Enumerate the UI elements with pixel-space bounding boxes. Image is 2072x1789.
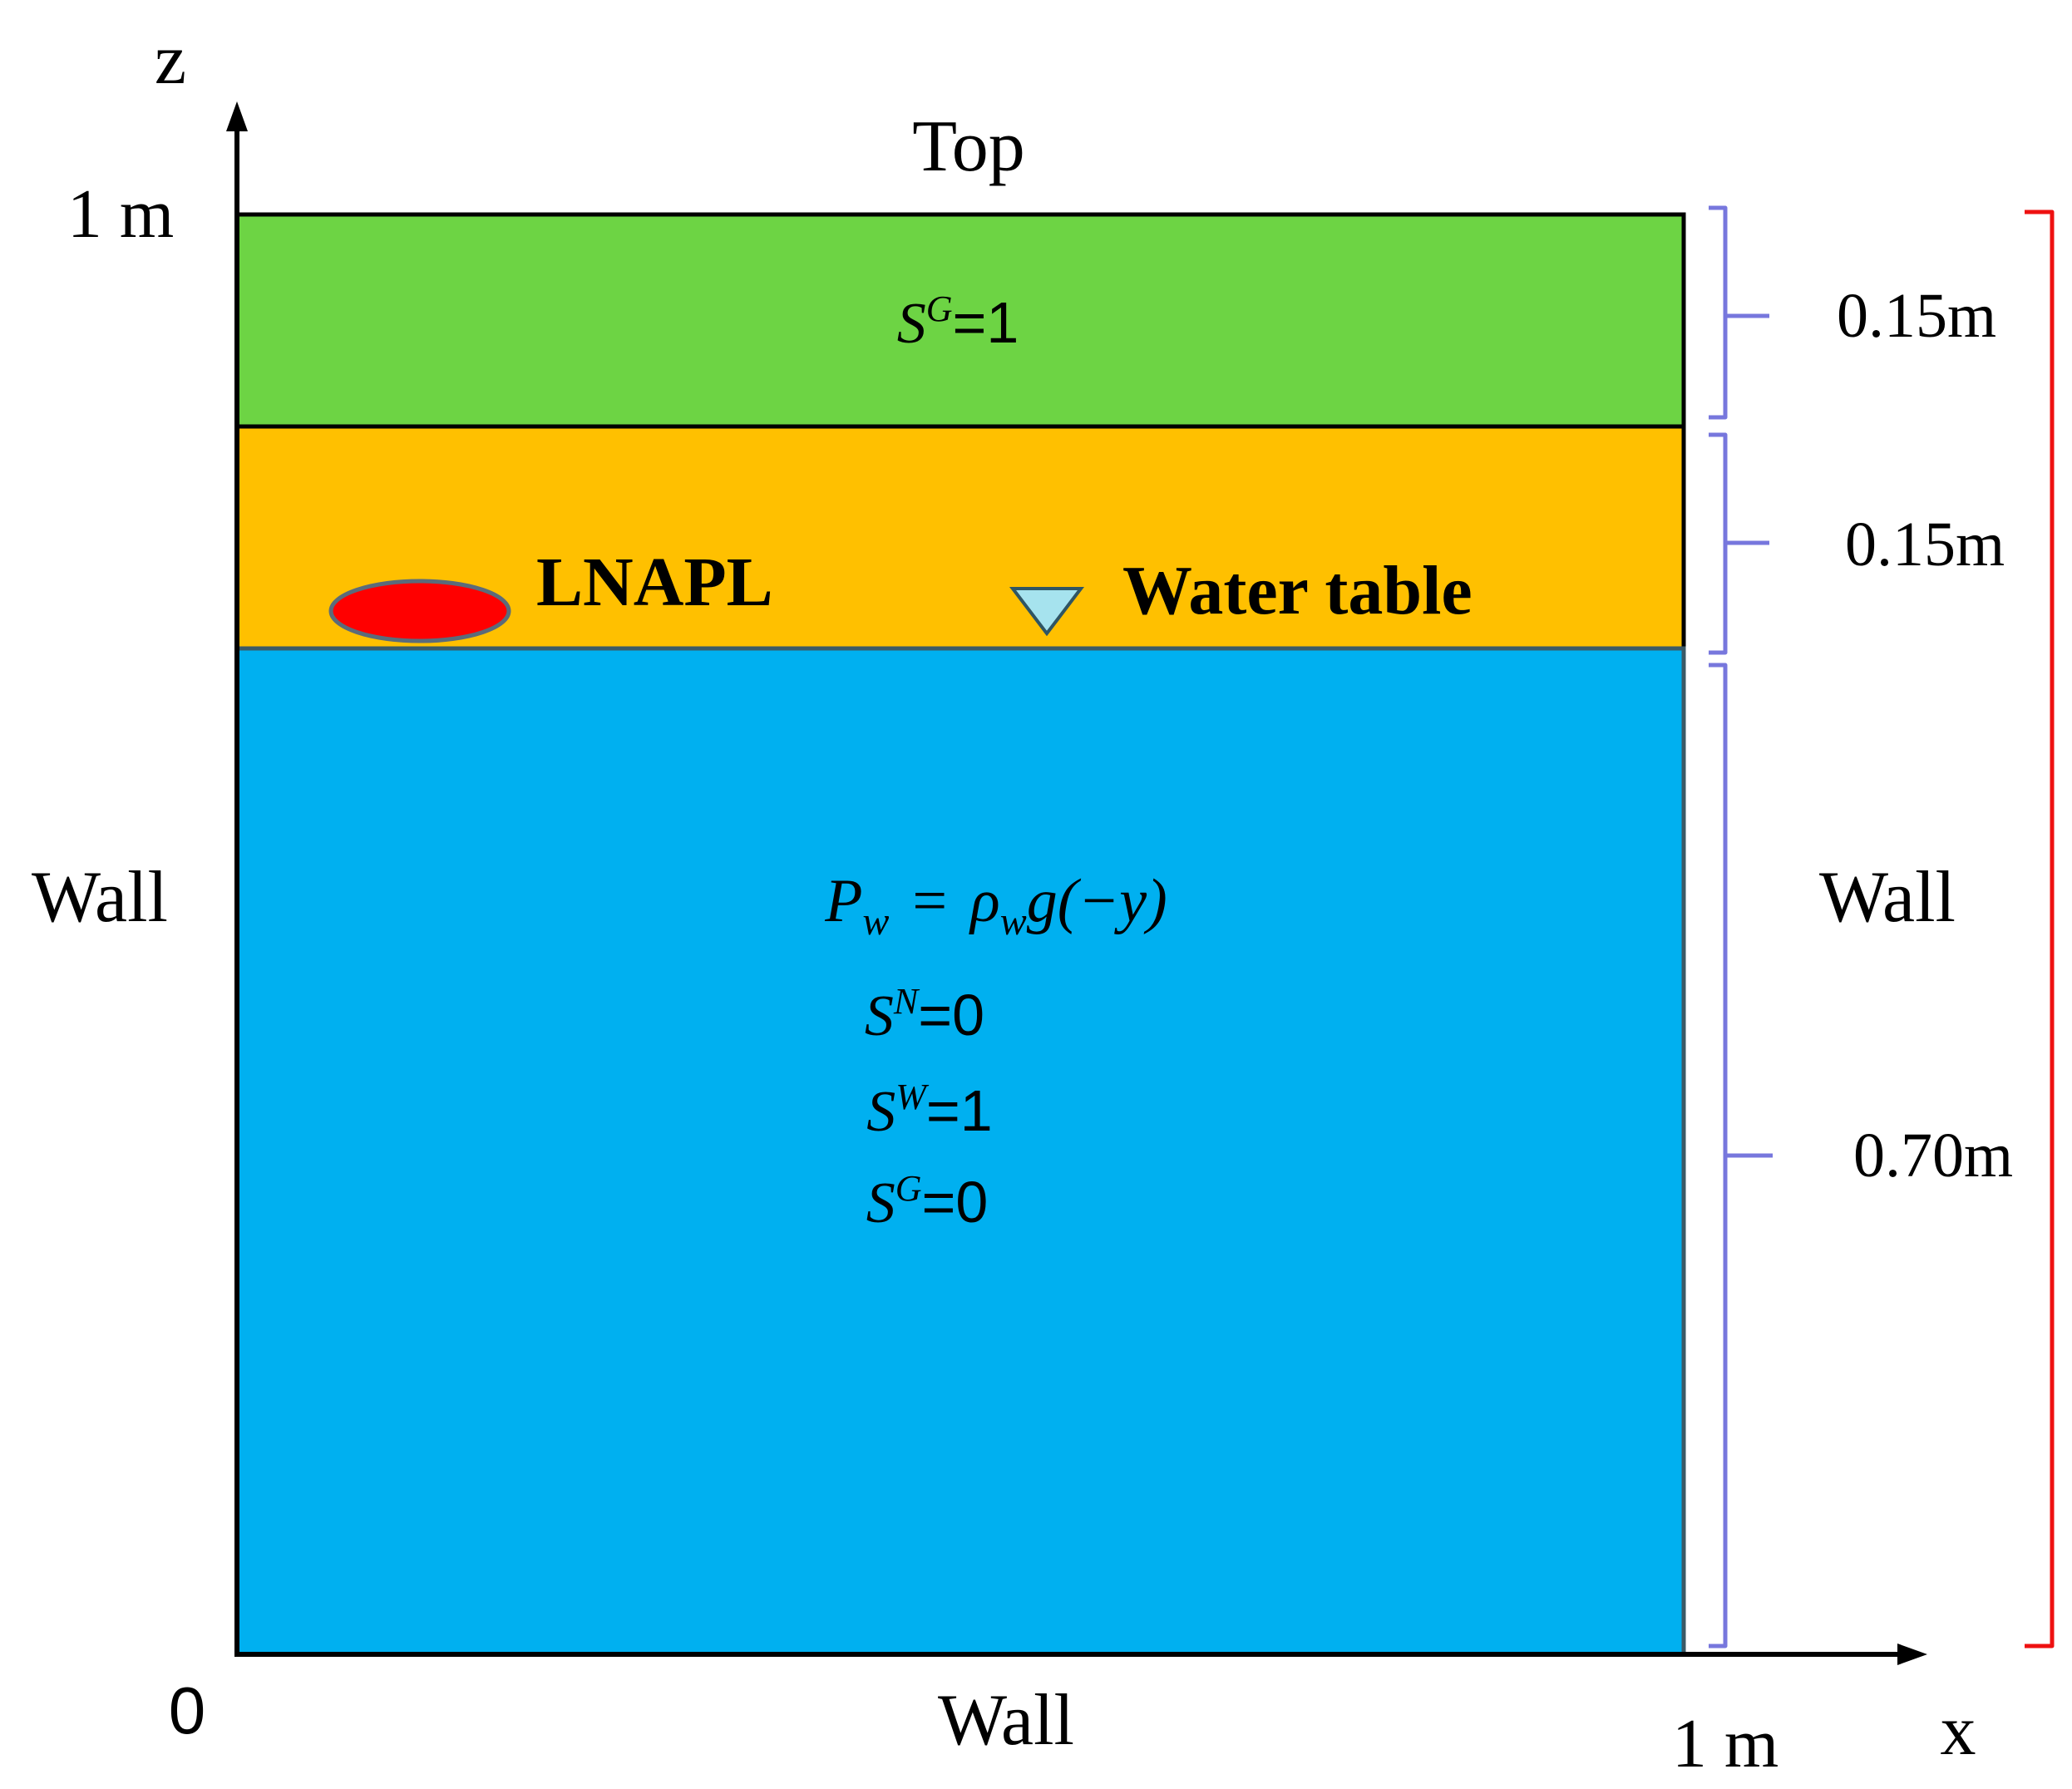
x-right-tick-label: 1 m <box>1672 1705 1778 1782</box>
total-height-bracket <box>2025 209 2055 1649</box>
napl-eq-value: =0 <box>918 983 984 1047</box>
lnapl-label: LNAPL <box>536 544 773 621</box>
pressure-lhs-sub: w <box>862 899 889 944</box>
water-layer <box>234 646 1686 1657</box>
boundary-labels: Top Wall Wall Wall <box>32 106 1956 1761</box>
napl-eq-superscript: N <box>893 981 920 1022</box>
water-eq-symbol: S <box>866 1080 895 1144</box>
z-axis-label: z <box>155 19 186 99</box>
dimension-labels: 0.15m 0.15m 0.70m <box>1837 281 2013 1190</box>
water-saturation-equation: SW=1 <box>866 1077 992 1144</box>
gas-eq-symbol: S <box>897 292 926 356</box>
left-wall-label: Wall <box>32 857 168 938</box>
x-axis-label: x <box>1941 1690 1976 1770</box>
gas-saturation-equation: SG=1 <box>897 288 1019 356</box>
water-eq-value: =1 <box>926 1078 993 1143</box>
lnapl-blob <box>328 579 511 643</box>
gas-thickness-label: 0.15m <box>1837 281 1996 351</box>
napl-eq-symbol: S <box>865 984 894 1048</box>
right-wall-label: Wall <box>1819 857 1956 938</box>
gas-eq-superscript: G <box>926 288 953 329</box>
pressure-eq-sign: = <box>912 867 947 935</box>
pressure-rho-sub: w <box>1000 899 1027 944</box>
gas-zero-eq-symbol: S <box>866 1171 895 1235</box>
water-table-triangle-icon <box>1009 587 1085 637</box>
axes: z x 1 m 0 1 m <box>67 19 1976 1782</box>
x-axis-arrow-icon <box>1897 1644 1927 1665</box>
z-axis-arrow-icon <box>226 101 248 131</box>
water-thickness-label: 0.70m <box>1853 1121 2013 1190</box>
water-layer-equations: Pw=ρwg(−y) SN=0 SW=1 SG=0 <box>824 867 1167 1235</box>
water-dimension-bracket <box>1709 663 1773 1649</box>
vadose-thickness-label: 0.15m <box>1845 510 2005 579</box>
layers <box>234 212 1686 1657</box>
bottom-wall-label: Wall <box>938 1680 1074 1761</box>
origin-label: 0 <box>169 1673 206 1747</box>
napl-saturation-equation: SN=0 <box>865 981 984 1048</box>
pressure-rho: ρ <box>969 867 1000 935</box>
gas-eq-value: =1 <box>952 290 1019 355</box>
gas-zero-eq-value: =0 <box>921 1170 988 1235</box>
z-top-tick-label: 1 m <box>67 175 174 253</box>
pressure-lhs: P <box>824 867 862 935</box>
vadose-dimension-bracket <box>1709 432 1769 655</box>
pressure-rhs: g(−y) <box>1027 867 1167 935</box>
vadose-content: LNAPL Water table <box>328 544 1473 643</box>
water-eq-superscript: W <box>895 1077 929 1117</box>
water-table-label: Water table <box>1122 552 1473 629</box>
gas-zero-saturation-equation: SG=0 <box>866 1168 989 1235</box>
gas-layer <box>234 212 1686 429</box>
pressure-equation: Pw=ρwg(−y) <box>824 867 1167 944</box>
gas-zero-eq-superscript: G <box>895 1168 922 1209</box>
top-boundary-label: Top <box>912 106 1025 187</box>
dimension-brackets <box>1709 205 2055 1649</box>
gas-dimension-bracket <box>1709 205 1769 420</box>
